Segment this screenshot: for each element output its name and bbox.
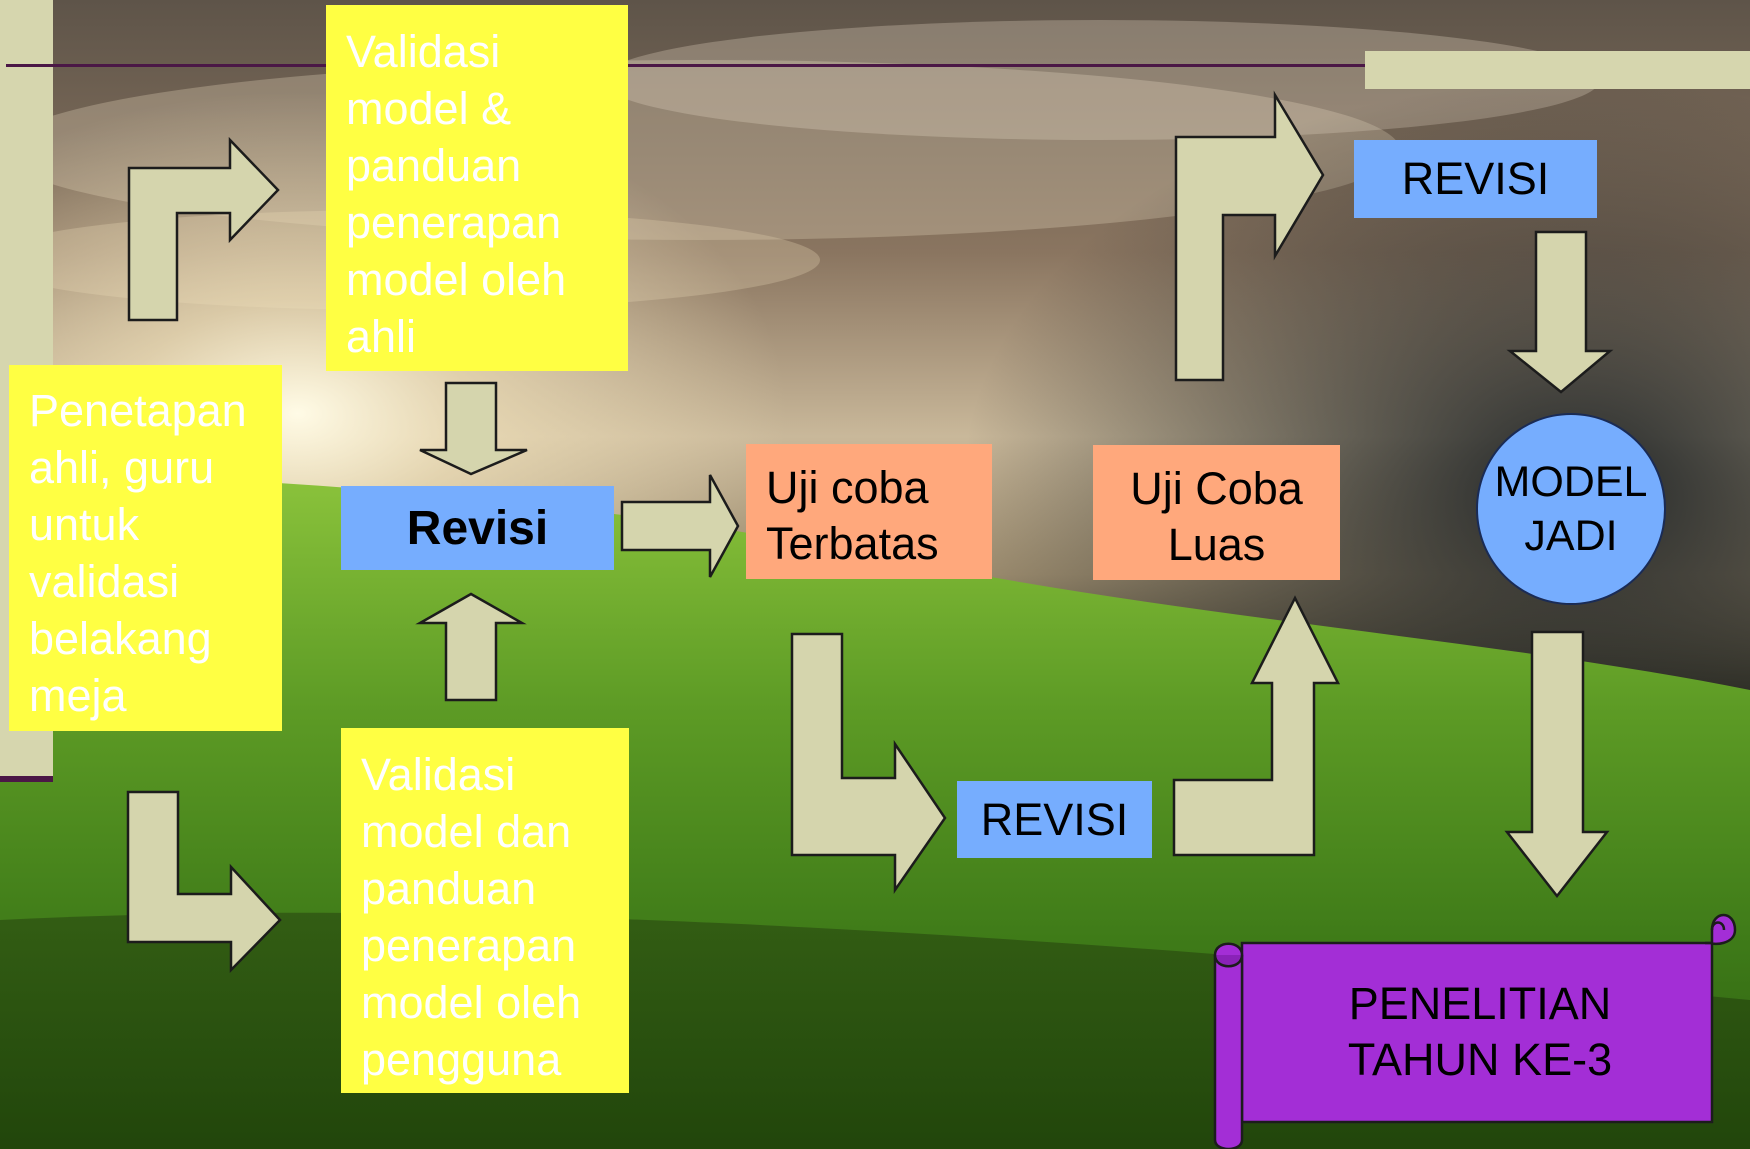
box-uji-coba-luas: Uji Coba Luas <box>1093 445 1340 580</box>
box-line: belakang <box>29 613 212 664</box>
box-line: Validasi <box>346 26 501 77</box>
box-line: panduan <box>361 863 537 914</box>
box-line: Validasi <box>361 749 516 800</box>
box-line: Luas <box>1167 519 1266 570</box>
penelitian-line: TAHUN KE-3 <box>1347 1034 1613 1085</box>
box-revisi-center-label: Revisi <box>406 501 549 555</box>
box-line: penerapan <box>346 197 562 248</box>
box-line: validasi <box>29 556 180 607</box>
box-line: Uji Coba <box>1130 463 1303 514</box>
box-revisi-center: Revisi <box>341 486 614 570</box>
box-line: ahli, guru <box>29 442 215 493</box>
box-line: ahli <box>346 311 417 362</box>
box-penetapan-ahli: Penetapan ahli, guru untuk validasi bela… <box>9 365 282 731</box>
box-revisi-lower-label: REVISI <box>980 793 1129 845</box>
box-line: model dan <box>361 806 572 857</box>
box-line: model oleh <box>346 254 567 305</box>
box-line: penerapan <box>361 920 577 971</box>
scroll-banner <box>1213 913 1737 1149</box>
down-arrow-icon <box>1506 230 1614 394</box>
right-arrow-icon <box>620 474 740 578</box>
top-divider-line <box>6 64 1750 67</box>
box-revisi-lower: REVISI <box>957 781 1152 858</box>
box-line: untuk <box>29 499 140 550</box>
box-line: model oleh <box>361 977 582 1028</box>
circle-model-jadi: MODEL JADI <box>1476 413 1666 605</box>
circle-line: MODEL <box>1494 458 1648 506</box>
box-validasi-ahli: Validasi model & panduan penerapan model… <box>326 5 628 371</box>
box-line: Uji coba <box>766 462 929 513</box>
bent-arrow-right-up-icon <box>1172 595 1341 857</box>
box-line: pengguna <box>361 1034 562 1085</box>
box-revisi-upper-label: REVISI <box>1401 153 1550 204</box>
penelitian-line: PENELITIAN <box>1348 978 1612 1029</box>
box-uji-coba-terbatas: Uji coba Terbatas <box>746 444 992 579</box>
box-line: Penetapan <box>29 385 247 436</box>
box-line: meja <box>29 670 127 721</box>
bent-arrow-up-right-icon <box>127 136 280 322</box>
bent-arrow-down-right-icon <box>126 790 282 974</box>
box-line: panduan <box>346 140 522 191</box>
down-arrow-icon <box>419 381 528 476</box>
box-line: model & <box>346 83 512 134</box>
bent-arrow-up-right-icon <box>1174 90 1325 382</box>
top-right-accent-bar <box>1365 51 1750 89</box>
penelitian-text: PENELITIAN TAHUN KE-3 <box>1250 976 1710 1088</box>
box-validasi-pengguna: Validasi model dan panduan penerapan mod… <box>341 728 629 1093</box>
box-line: Terbatas <box>766 518 939 569</box>
bent-arrow-down-right-icon <box>790 632 947 894</box>
box-revisi-upper: REVISI <box>1354 140 1597 218</box>
down-arrow-icon <box>1504 630 1610 899</box>
up-arrow-icon <box>415 592 527 702</box>
circle-line: JADI <box>1524 512 1618 560</box>
